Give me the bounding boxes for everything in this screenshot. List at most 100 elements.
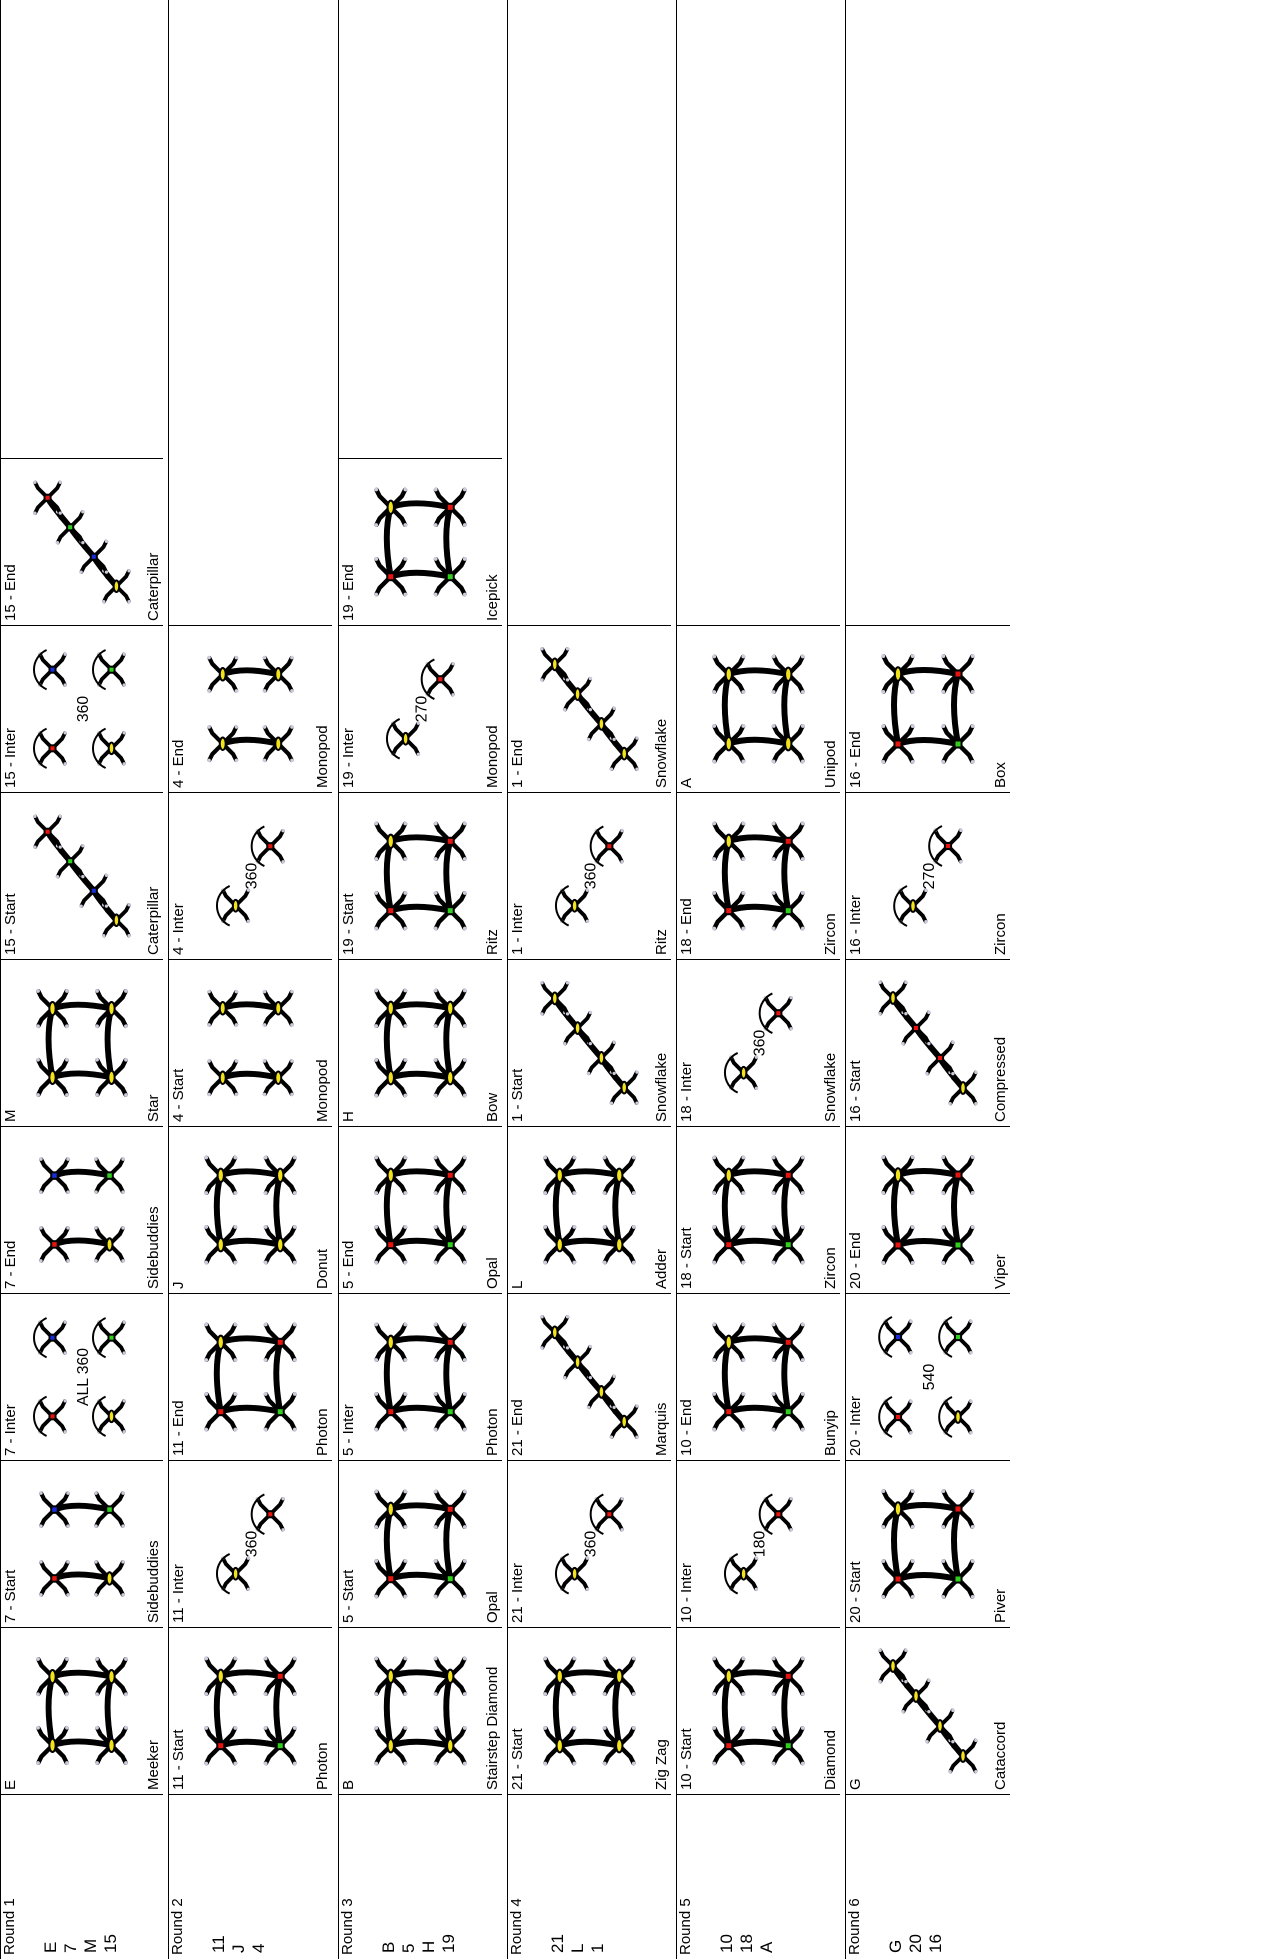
formation-step-label: 5 - Start [340,1570,357,1623]
formation-figure: 360 [191,1471,310,1617]
formation-diagram [530,1137,649,1283]
formation-name: Sidebuddies [145,1540,162,1623]
formation-step-label: 18 - Inter [678,1062,695,1122]
formation-cell: 4 - Inter360 [168,792,332,959]
jumper-red [595,829,624,863]
formation-key: E [41,1934,61,1953]
rotation-annotation: 540 [921,1364,938,1391]
formation-name: Zig Zag [653,1739,670,1790]
formation-step-label: 7 - Inter [2,1404,19,1456]
formation-diagram: 270 [361,636,480,782]
formation-name: Snowflake [653,719,670,788]
rotation-annotation: 360 [751,1030,768,1057]
formation-diagram [361,970,480,1116]
formation-figure: 270 [361,636,480,782]
formation-key: 16 [926,1934,946,1953]
formation-figure [868,1137,988,1283]
formation-diagram [361,1638,480,1784]
jumper-blue [79,540,108,574]
jumper-green [97,1321,126,1355]
formation-step-label: A [678,778,695,788]
formation-diagram [530,970,649,1116]
formation-step-label: 16 - Inter [847,895,864,955]
jumper-yellow [221,889,250,923]
round-keys: B5H19 [379,1934,459,1953]
formation-name: Diamond [822,1730,839,1790]
formation-diagram [530,636,649,782]
round-label: Round 4 [509,1898,525,1955]
formation-figure: 360 [530,803,649,949]
formation-cell: 5 - StartOpal [338,1460,502,1627]
jumper-yellow [102,903,131,937]
formation-cell: 1 - StartSnowflake [507,959,671,1126]
formation-diagram [23,1471,141,1617]
jumper-yellow [948,1071,977,1106]
formation-diagram: ALL 360 [23,1304,141,1450]
formation-step-label: 18 - Start [678,1227,695,1289]
formation-name: Bunyip [822,1410,839,1456]
formation-cell: 18 - InterSnowflake360 [676,959,840,1126]
rotation-annotation: 360 [582,863,599,890]
formation-step-label: 21 - End [509,1399,526,1456]
formation-name: Box [992,762,1009,788]
formation-cell: 5 - InterPhoton [338,1293,502,1460]
formation-step-label: 20 - Inter [847,1396,864,1456]
round-band: Round 51018A10 - StartDiamond10 - Inter1… [676,0,840,1959]
formation-name: Monopod [484,725,501,788]
formation-step-label: 15 - Start [2,893,19,955]
formation-step-label: 16 - End [847,731,864,788]
jumper-blue [79,874,108,908]
jumper-yellow [221,1557,250,1591]
formation-step-label: 4 - Inter [170,903,187,955]
jumper-yellow [878,981,907,1016]
formation-figure [361,1638,480,1784]
round-band: Round 1E7M15EMeeker7 - StartSidebuddies7… [0,0,163,1959]
formation-figure: 540 [868,1304,988,1450]
formation-name: Opal [484,1257,501,1289]
jumper-green [943,1320,972,1355]
formation-diagram [361,803,480,949]
formation-cell: 7 - Start Sidebuddies [0,1460,163,1627]
jumper-yellow [943,1400,972,1435]
formation-cell: 16 - StartCompressed [845,959,1010,1126]
formation-figure [699,1638,818,1784]
round-keys: G2016 [886,1934,946,1953]
formation-diagram [699,1638,818,1784]
formation-figure [361,1304,480,1450]
formation-name: Monopod [314,1059,331,1122]
jumper-green [56,510,85,544]
formation-figure [530,1638,649,1784]
formation-diagram [191,1137,310,1283]
jumper-yellow [97,731,126,765]
formation-name: Star [145,1094,162,1122]
formation-figure: 270 [868,803,988,949]
formation-diagram [868,1471,988,1617]
formation-cell: 21 - EndMarquis [507,1293,671,1460]
formation-figure [23,970,141,1116]
formation-diagram [23,469,141,615]
formation-diagram [191,970,310,1116]
jumper-yellow [540,981,569,1015]
formation-step-label: 16 - Start [847,1060,864,1122]
formation-cell: AUnipod [676,625,840,792]
formation-name: Ritz [653,929,670,955]
formation-key: A [757,1934,777,1953]
jumper-red [256,1497,285,1531]
formation-name: Meeker [145,1740,162,1790]
jumper-yellow [948,1739,977,1774]
formation-diagram: 540 [868,1304,988,1450]
formation-figure [530,1137,649,1283]
jumper-yellow [540,647,569,681]
round-label-cell: Round 51018A [676,1794,840,1959]
formation-figure [868,636,988,782]
formation-figure [191,636,310,782]
formation-step-label: 7 - Start [2,1570,19,1623]
empty-cell [168,0,332,625]
formation-name: Photon [484,1408,501,1456]
